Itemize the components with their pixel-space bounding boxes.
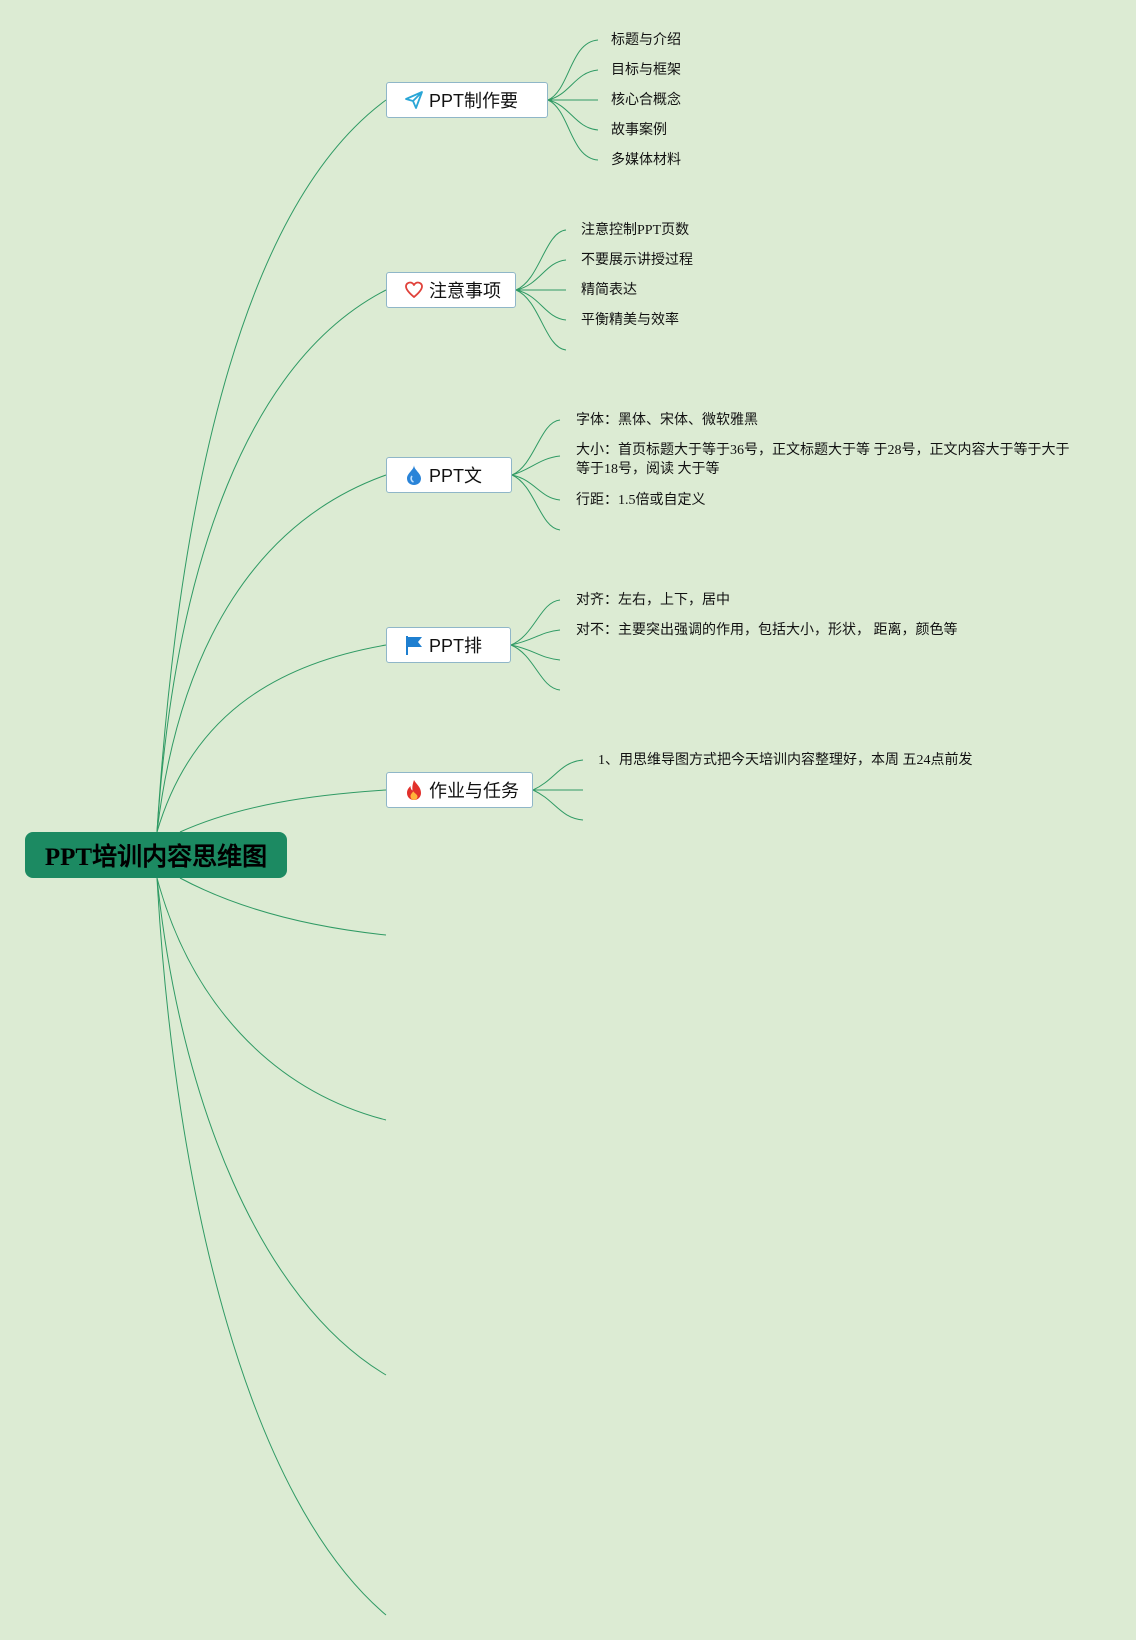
topic-homework[interactable]: 作业与任务 [386,772,533,808]
link-t5-c3 [532,789,584,821]
topic-ppt-layout[interactable]: PPT排 [386,627,511,663]
topic-label: PPT排 [429,636,483,656]
link-t1-c5 [547,99,599,161]
link-root-topic-2 [156,289,387,833]
leaf-size[interactable]: 大小：首页标题大于等于36号，正文标题大于等 于28号，正文内容大于等于大于等于… [576,443,1070,477]
link-t3-c1 [511,419,561,476]
link-root-topic-1 [156,99,387,833]
link-root-topic-3 [156,474,387,833]
topic-label: 作业与任务 [429,781,519,801]
heart-icon [403,279,425,301]
leaf-no-process[interactable]: 不要展示讲授过程 [581,253,693,268]
link-t5-c1 [532,759,584,791]
link-t2-c5 [515,289,567,351]
leaf-line-spacing[interactable]: 行距：1.5倍或自定义 [576,493,706,508]
link-root-empty-2 [156,877,387,1121]
link-root-topic-4 [156,644,387,833]
paper-plane-icon [403,89,425,111]
link-root-empty-4 [156,877,387,1616]
link-t1-c4 [547,99,599,131]
link-t3-c3 [511,474,561,501]
link-t4-c3 [510,644,561,661]
root-title: PPT培训内容思维图 [44,844,268,871]
link-t2-c2 [515,259,567,291]
link-t1-c1 [547,39,599,101]
leaf-font[interactable]: 字体：黑体、宋体、微软雅黑 [576,413,758,428]
leaf-balance[interactable]: 平衡精美与效率 [581,313,679,328]
link-root-topic-5 [179,789,387,833]
topic-label: PPT文 [429,466,483,486]
topic-label: PPT制作要 [429,91,519,111]
link-root-empty-1 [179,877,387,936]
topic-ppt-text[interactable]: PPT文 [386,457,512,493]
leaf-goal-framework[interactable]: 目标与框架 [611,63,681,78]
water-drop-icon [403,464,425,486]
leaf-concise[interactable]: 精简表达 [581,283,637,298]
link-t4-c4 [510,644,561,691]
link-t3-c4 [511,474,561,531]
link-t4-c1 [510,599,561,646]
fire-icon [403,779,425,801]
topic-label: 注意事项 [429,281,501,301]
link-t2-c4 [515,289,567,321]
topic-notes[interactable]: 注意事项 [386,272,516,308]
leaf-contrast[interactable]: 对不：主要突出强调的作用，包括大小，形状， 距离，颜色等 [576,623,958,638]
topic-ppt-production[interactable]: PPT制作要 [386,82,548,118]
flag-icon [403,634,425,656]
leaf-core-concept[interactable]: 核心合概念 [611,93,681,108]
root-node[interactable]: PPT培训内容思维图 [25,832,287,878]
link-t4-c2 [510,629,561,646]
link-t2-c1 [515,229,567,291]
leaf-multimedia[interactable]: 多媒体材料 [611,153,681,168]
leaf-story-case[interactable]: 故事案例 [611,123,667,138]
leaf-alignment[interactable]: 对齐：左右，上下，居中 [576,593,730,608]
link-t3-c2 [511,455,561,476]
leaf-control-pages[interactable]: 注意控制PPT页数 [581,223,690,238]
leaf-title-intro[interactable]: 标题与介绍 [611,33,681,48]
link-t1-c2 [547,69,599,101]
leaf-assignment[interactable]: 1、用思维导图方式把今天培训内容整理好，本周 五24点前发 [598,753,973,768]
link-root-empty-3 [156,877,387,1376]
